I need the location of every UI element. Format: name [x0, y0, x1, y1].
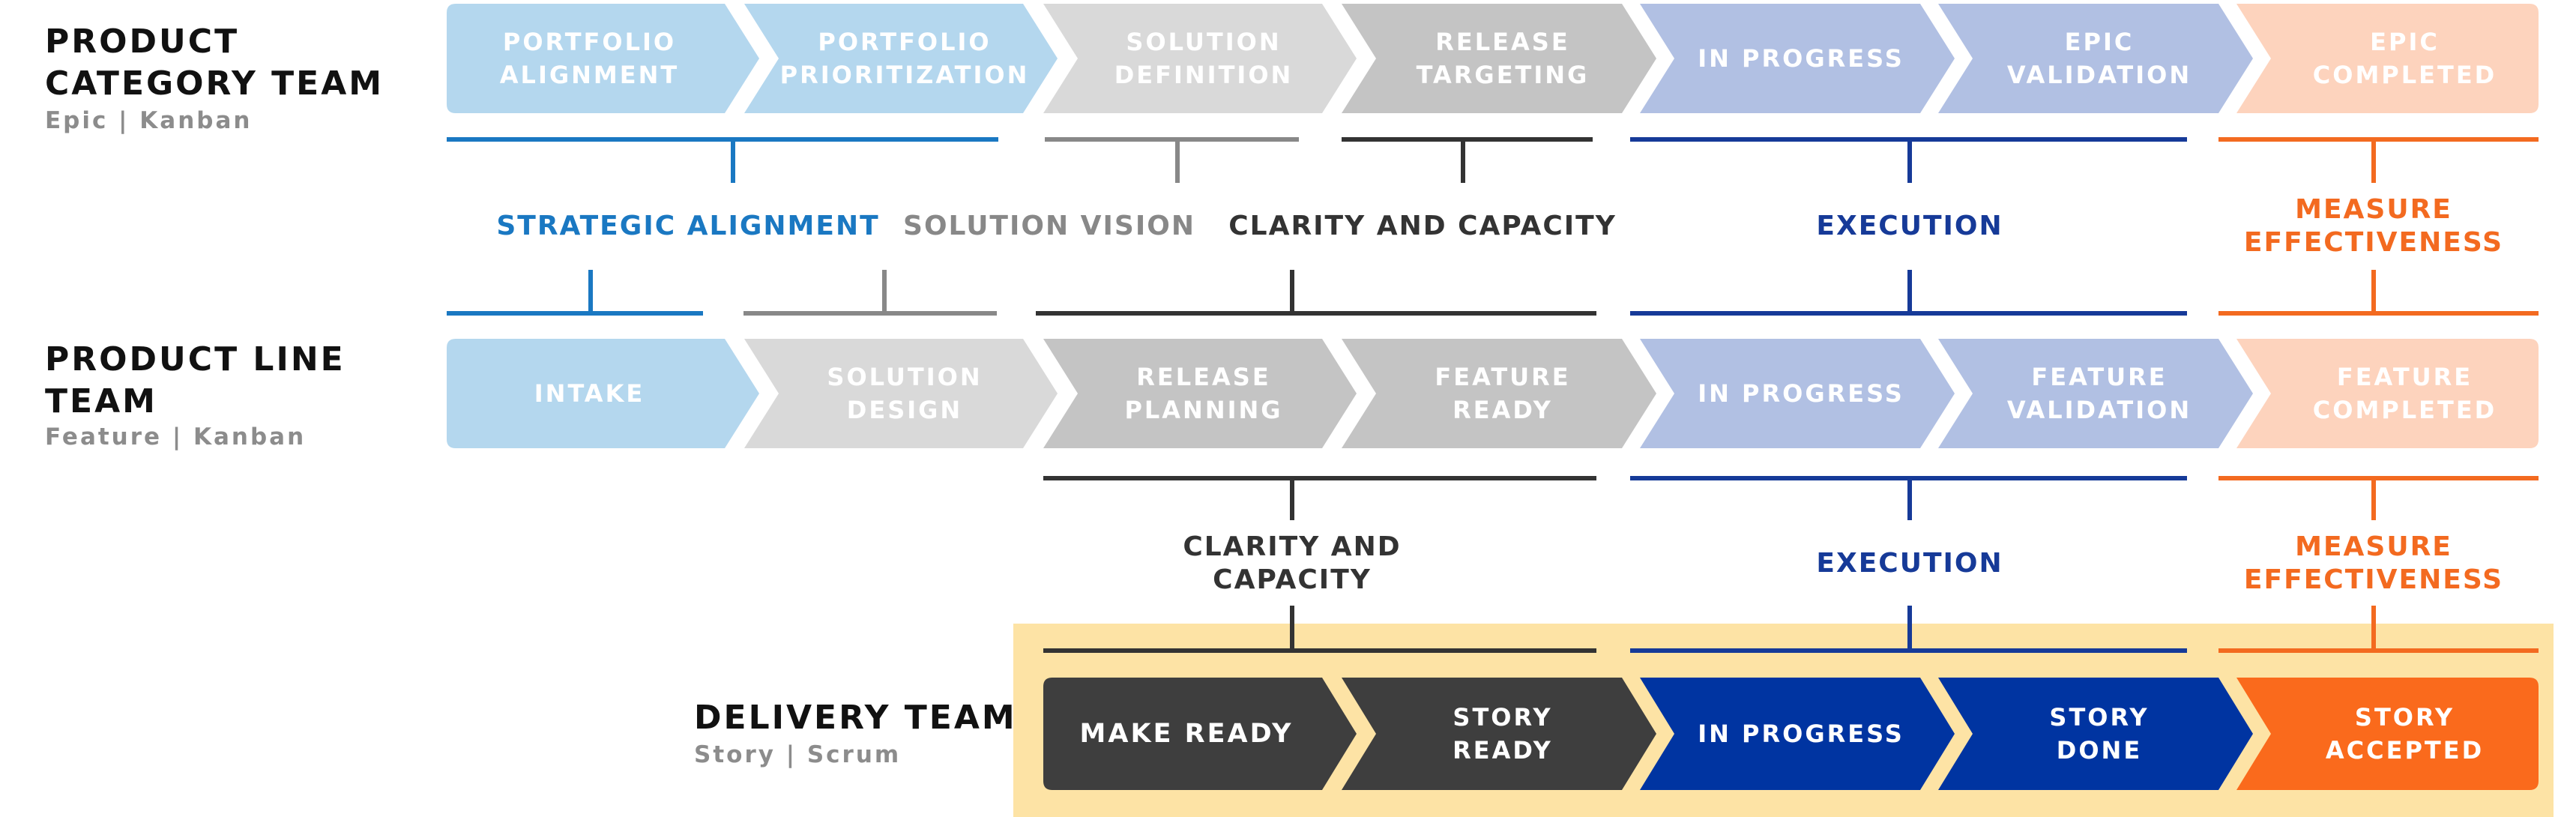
story-stage-chevron-5 [2236, 678, 2539, 790]
story-stage-chevron-2 [1342, 678, 1656, 790]
feature-stage-chevron-2 [744, 339, 1058, 448]
stage-epic-portfolio-alignment-label: PORTFOLIO ALIGNMENT [499, 28, 680, 89]
story-stage-chevron-3 [1640, 678, 1955, 790]
feature-stage-chevron-6 [1938, 339, 2253, 448]
category-solution-vision: SOLUTION VISION [903, 211, 1195, 241]
stage-story-done-label: STORY DONE [2049, 703, 2150, 765]
epic-stage-chevron-5 [1640, 4, 1955, 113]
team-subtitle-product-category: Epic | Kanban [45, 107, 253, 134]
category-clarity-and-capacity-delivery: CLARITY AND CAPACITY [1183, 531, 1402, 595]
stage-epic-completed-label: EPIC COMPLETED [2312, 28, 2497, 89]
stage-feature-release-planning-label: RELEASE PLANNING [1124, 363, 1283, 424]
stage-feature-validation-label: FEATURE VALIDATION [2006, 363, 2192, 424]
stage-feature-in-progress-label: IN PROGRESS [1698, 379, 1904, 408]
stage-feature-solution-design-label: SOLUTION DESIGN [827, 363, 983, 424]
epic-stage-chevron-7 [2236, 4, 2539, 113]
feature-stage-chevron-3 [1043, 339, 1357, 448]
team-title-product-line: PRODUCT LINE TEAM [45, 340, 346, 420]
epic-stage-chevron-2 [744, 4, 1058, 113]
team-title-product-category: PRODUCT CATEGORY TEAM [45, 22, 384, 103]
epic-stage-chevron-4 [1342, 4, 1656, 113]
epic-stage-chevron-3 [1043, 4, 1357, 113]
category-measure-effectiveness-delivery: MEASURE EFFECTIVENESS [2243, 531, 2504, 595]
story-stage-chevron-1 [1043, 678, 1357, 790]
feature-stage-chevron-7 [2236, 339, 2539, 448]
stage-story-accepted-label: STORY ACCEPTED [2325, 703, 2485, 765]
epic-stage-chevron-1 [447, 4, 759, 113]
stage-story-make-ready-label: MAKE READY [1079, 719, 1294, 749]
stage-epic-in-progress-label: IN PROGRESS [1698, 44, 1904, 73]
stage-epic-portfolio-prioritization-label: PORTFOLIO PRIORITIZATION [779, 28, 1030, 89]
feature-stage-chevron-1 [447, 339, 759, 448]
category-measure-effectiveness: MEASURE EFFECTIVENESS [2243, 194, 2504, 258]
team-title-delivery: DELIVERY TEAM [694, 699, 1017, 737]
epic-stage-chevron-6 [1938, 4, 2253, 113]
stage-feature-completed-label: FEATURE COMPLETED [2312, 363, 2497, 424]
feature-stage-chevron-5 [1640, 339, 1955, 448]
team-subtitle-delivery: Story | Scrum [694, 741, 902, 768]
stage-feature-ready-label: FEATURE READY [1435, 363, 1571, 424]
team-subtitle-product-line: Feature | Kanban [45, 423, 307, 450]
category-clarity-and-capacity: CLARITY AND CAPACITY [1228, 211, 1617, 241]
category-execution: EXECUTION [1816, 211, 2003, 241]
stage-epic-solution-definition-label: SOLUTION DEFINITION [1114, 28, 1294, 89]
stage-feature-intake-label: INTAKE [534, 379, 645, 408]
stage-epic-release-targeting-label: RELEASE TARGETING [1416, 28, 1590, 89]
feature-stage-chevron-4 [1342, 339, 1656, 448]
stage-story-in-progress-label: IN PROGRESS [1698, 720, 1904, 748]
category-execution-delivery: EXECUTION [1816, 548, 2003, 579]
stage-epic-validation-label: EPIC VALIDATION [2006, 28, 2192, 89]
category-strategic-alignment: STRATEGIC ALIGNMENT [496, 211, 880, 241]
stage-story-ready-label: STORY READY [1453, 703, 1553, 765]
story-stage-chevron-4 [1938, 678, 2253, 790]
